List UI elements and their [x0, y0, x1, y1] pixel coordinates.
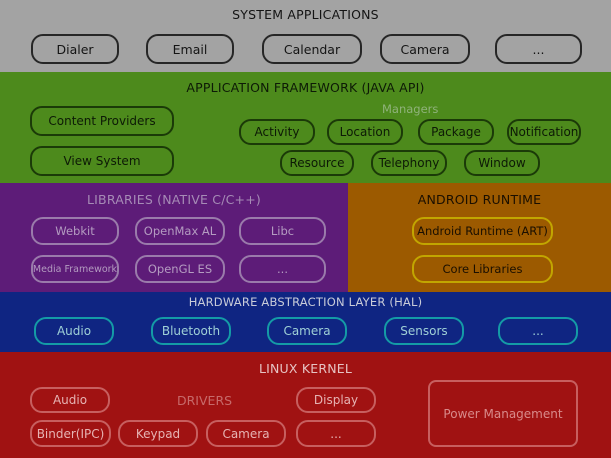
hal-layer: HARDWARE ABSTRACTION LAYER (HAL) Audio B… — [0, 292, 611, 352]
driver-more: ... — [296, 420, 376, 447]
framework-content-providers: Content Providers — [30, 106, 174, 136]
system-applications-title: SYSTEM APPLICATIONS — [232, 7, 379, 22]
lib-openmax-al: OpenMax AL — [135, 217, 225, 245]
driver-binder-ipc: Binder(IPC) — [30, 420, 111, 447]
hal-more: ... — [498, 317, 578, 345]
driver-display: Display — [296, 387, 376, 413]
android-runtime-title: ANDROID RUNTIME — [417, 192, 542, 207]
hal-bluetooth: Bluetooth — [151, 317, 231, 345]
manager-location: Location — [327, 119, 403, 145]
manager-notification: Notification — [507, 119, 581, 145]
lib-libc: Libc — [239, 217, 326, 245]
framework-view-system: View System — [30, 146, 174, 176]
hal-audio: Audio — [34, 317, 114, 345]
app-camera: Camera — [380, 34, 470, 64]
libraries-layer: LIBRARIES (NATIVE C/C++) Webkit OpenMax … — [0, 183, 348, 292]
hal-title: HARDWARE ABSTRACTION LAYER (HAL) — [188, 295, 423, 309]
application-framework-layer: APPLICATION FRAMEWORK (JAVA API) Content… — [0, 72, 611, 183]
linux-kernel-layer: LINUX KERNEL Audio DRIVERS Display Binde… — [0, 352, 611, 458]
app-more: ... — [495, 34, 582, 64]
system-applications-layer: SYSTEM APPLICATIONS Dialer Email Calenda… — [0, 0, 611, 72]
manager-package: Package — [418, 119, 494, 145]
driver-audio: Audio — [30, 387, 110, 413]
driver-camera: Camera — [206, 420, 286, 447]
managers-label: Managers — [382, 102, 439, 116]
manager-telephony: Telephony — [371, 150, 447, 176]
runtime-art: Android Runtime (ART) — [412, 217, 553, 245]
lib-opengl-es: OpenGL ES — [135, 255, 225, 283]
hal-camera: Camera — [267, 317, 347, 345]
lib-webkit: Webkit — [31, 217, 119, 245]
power-management: Power Management — [428, 380, 578, 447]
manager-window: Window — [464, 150, 540, 176]
application-framework-title: APPLICATION FRAMEWORK (JAVA API) — [186, 80, 425, 95]
lib-more: ... — [239, 255, 326, 283]
runtime-core-libraries: Core Libraries — [412, 255, 553, 283]
manager-activity: Activity — [239, 119, 315, 145]
app-email: Email — [146, 34, 234, 64]
android-runtime-layer: ANDROID RUNTIME Android Runtime (ART) Co… — [348, 183, 611, 292]
libraries-title: LIBRARIES (NATIVE C/C++) — [87, 192, 261, 207]
hal-sensors: Sensors — [384, 317, 464, 345]
drivers-label: DRIVERS — [177, 393, 233, 408]
manager-resource: Resource — [280, 150, 354, 176]
app-dialer: Dialer — [31, 34, 119, 64]
app-calendar: Calendar — [262, 34, 362, 64]
driver-keypad: Keypad — [118, 420, 198, 447]
linux-kernel-title: LINUX KERNEL — [258, 361, 353, 376]
lib-media-framework: Media Framework — [31, 255, 119, 283]
